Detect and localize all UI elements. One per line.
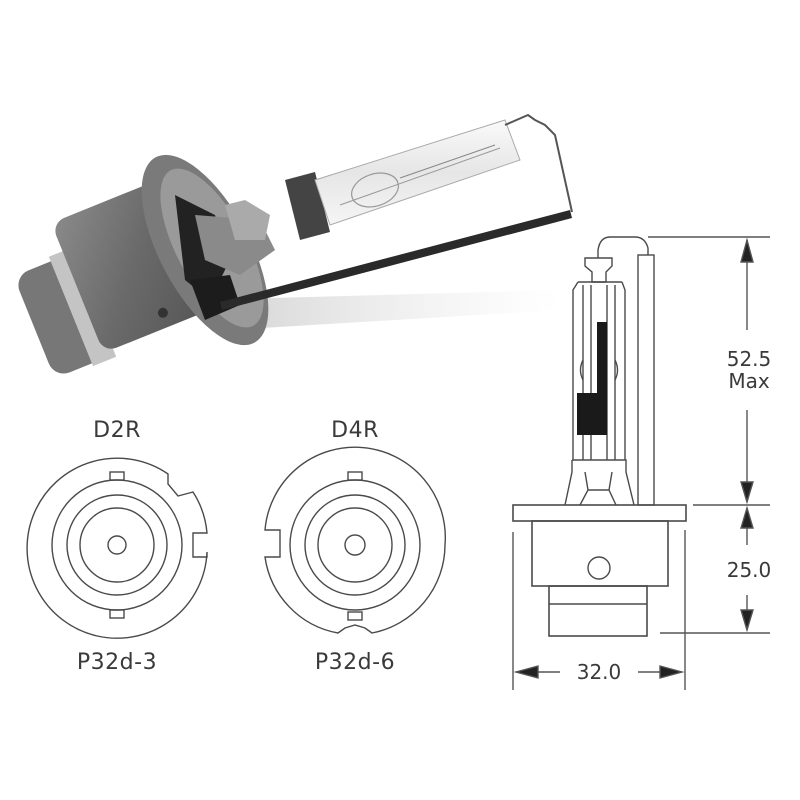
width-value: 32.0 bbox=[576, 660, 622, 684]
socket-code-label: P32d-3 bbox=[76, 650, 158, 675]
height-value: 52.5 bbox=[726, 347, 772, 371]
base-height-value: 25.0 bbox=[726, 558, 772, 582]
base-height-dimension: 25.0 bbox=[717, 559, 781, 581]
height-qualifier: Max bbox=[728, 369, 770, 393]
width-dimension: 32.0 bbox=[566, 661, 632, 683]
dimension-lines bbox=[512, 236, 770, 690]
base-type-label: D2R bbox=[93, 418, 141, 443]
base-type-label: D4R bbox=[331, 418, 379, 443]
d2r-socket-drawing bbox=[26, 457, 208, 639]
height-dimension: 52.5 Max bbox=[717, 348, 781, 392]
d4r-socket-drawing bbox=[264, 446, 447, 634]
socket-code-label: P32d-6 bbox=[314, 650, 396, 675]
